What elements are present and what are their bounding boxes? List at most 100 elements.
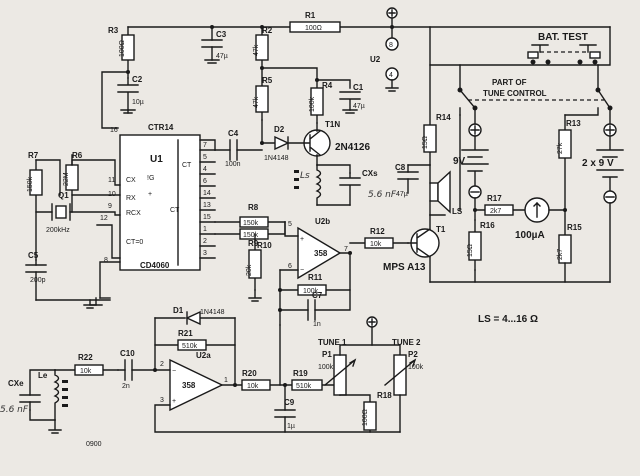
svg-text:2: 2 [160, 361, 164, 368]
svg-text:5: 5 [203, 154, 207, 161]
battery-2x9v: 2 x 9 V [582, 109, 624, 283]
svg-text:R17: R17 [487, 194, 502, 203]
svg-text:R9: R9 [248, 239, 259, 248]
svg-text:2n: 2n [122, 383, 130, 390]
potentiometer-p2: TUNE 2 P2 100k [384, 338, 424, 433]
svg-text:1µ: 1µ [287, 423, 295, 430]
svg-text:510k: 510k [296, 383, 312, 390]
svg-text:100k: 100k [408, 364, 424, 371]
svg-text:1: 1 [224, 377, 228, 384]
svg-text:R7: R7 [28, 151, 39, 160]
transistor-t1: T1 MPS A13 [383, 214, 446, 283]
svg-text:100k: 100k [303, 288, 319, 295]
svg-text:2N4126: 2N4126 [335, 142, 370, 153]
capacitor-c8: C8 47µ [395, 163, 431, 198]
svg-text:200p: 200p [30, 277, 46, 284]
capacitor-c2: C2 10µ [117, 75, 144, 114]
potentiometer-p1: TUNE 1 P1 100k [318, 338, 401, 396]
svg-text:R3: R3 [108, 26, 119, 35]
svg-text:12: 12 [100, 215, 108, 222]
svg-text:47k: 47k [253, 96, 260, 108]
resistor-r20: R20 10k [233, 369, 286, 391]
crystal-q1: Q1 200kHz [35, 191, 121, 234]
svg-text:U2: U2 [370, 55, 381, 64]
svg-text:C4: C4 [228, 129, 239, 138]
svg-text:15Ω: 15Ω [422, 136, 429, 149]
resistor-r4: R4 100k [309, 78, 351, 124]
svg-text:10µ: 10µ [132, 99, 144, 106]
svg-text:27k: 27k [557, 142, 564, 154]
svg-text:!G: !G [147, 175, 154, 182]
svg-text:200kHz: 200kHz [46, 227, 70, 234]
svg-text:D1: D1 [173, 306, 184, 315]
svg-text:2: 2 [203, 238, 207, 245]
figure-number: 0900 [86, 441, 102, 448]
svg-text:100Ω: 100Ω [119, 40, 126, 57]
svg-text:6: 6 [288, 263, 292, 270]
resistor-r3: R3 100Ω [101, 26, 135, 129]
resistor-r5: R5 47k [253, 67, 273, 145]
resistor-r16: R16 15Ω [429, 219, 611, 283]
svg-text:100Ω: 100Ω [362, 409, 369, 426]
svg-text:C1: C1 [353, 83, 364, 92]
resistor-r6: R6 22M [63, 151, 121, 196]
svg-text:U2a: U2a [196, 351, 211, 360]
capacitor-c9: C9 1µ [274, 324, 296, 433]
svg-text:Q1: Q1 [58, 191, 69, 200]
svg-text:8: 8 [389, 42, 393, 49]
svg-text:4: 4 [389, 72, 393, 79]
ground-symbol [89, 297, 103, 306]
battery-9v: 9V [453, 109, 489, 221]
svg-text:CXe: CXe [8, 379, 24, 388]
capacitor-c3: C3 47µ [201, 26, 228, 64]
svg-text:9V: 9V [453, 156, 466, 167]
svg-text:510k: 510k [182, 343, 198, 350]
ground-r10 [248, 289, 262, 302]
resistor-r2: R2 47k [253, 26, 318, 81]
svg-text:CX: CX [126, 177, 136, 184]
svg-text:R4: R4 [322, 81, 333, 90]
svg-text:R15: R15 [567, 223, 582, 232]
svg-text:C9: C9 [284, 398, 295, 407]
svg-text:3: 3 [203, 250, 207, 257]
ic-u1-cd4060: CTR14 U1 CX RX RCX CT=0 !G + CT CD4060 7… [99, 123, 216, 299]
svg-text:C8: C8 [395, 163, 406, 172]
svg-text:CXs: CXs [362, 169, 378, 178]
resistor-r22: R22 10k [54, 353, 119, 376]
resistor-r8: R8 150k [214, 203, 286, 228]
resistor-r10: R10 20k [246, 239, 272, 291]
capacitor-c4: C4 100n [214, 129, 263, 168]
svg-text:5.6 nF: 5.6 nF [0, 405, 29, 415]
capacitor-cxs: CXs 5.6 nF [339, 169, 397, 206]
svg-text:10k: 10k [247, 383, 259, 390]
svg-text:RCX: RCX [126, 210, 141, 217]
svg-text:150k: 150k [243, 220, 259, 227]
svg-text:C5: C5 [28, 251, 39, 260]
svg-text:C10: C10 [120, 349, 135, 358]
svg-text:D2: D2 [274, 125, 285, 134]
svg-text:T1N: T1N [325, 120, 340, 129]
svg-text:R1: R1 [305, 11, 316, 20]
resistor-r18: R18 100Ω [339, 391, 392, 433]
svg-text:TUNE 1: TUNE 1 [318, 338, 347, 347]
diode-d1: D1 1N4148 [154, 306, 236, 326]
speaker-ls: LS [429, 164, 463, 216]
svg-text:358: 358 [314, 249, 328, 258]
svg-text:22M: 22M [63, 172, 70, 186]
svg-text:10k: 10k [370, 241, 382, 248]
svg-text:C3: C3 [216, 30, 227, 39]
svg-text:R10: R10 [257, 241, 272, 250]
svg-text:2 x 9 V: 2 x 9 V [582, 158, 614, 169]
resistor-r12: R12 10k [349, 227, 409, 249]
svg-text:2k7: 2k7 [557, 249, 564, 260]
svg-text:10k: 10k [80, 368, 92, 375]
svg-text:CT: CT [182, 162, 192, 169]
svg-text:T1: T1 [436, 225, 446, 234]
svg-text:R14: R14 [436, 113, 451, 122]
svg-text:11: 11 [108, 177, 115, 184]
svg-text:47µ: 47µ [216, 53, 228, 60]
svg-text:7: 7 [344, 246, 348, 253]
resistor-r21: R21 510k [154, 317, 236, 351]
svg-text:PART OF: PART OF [492, 78, 527, 87]
